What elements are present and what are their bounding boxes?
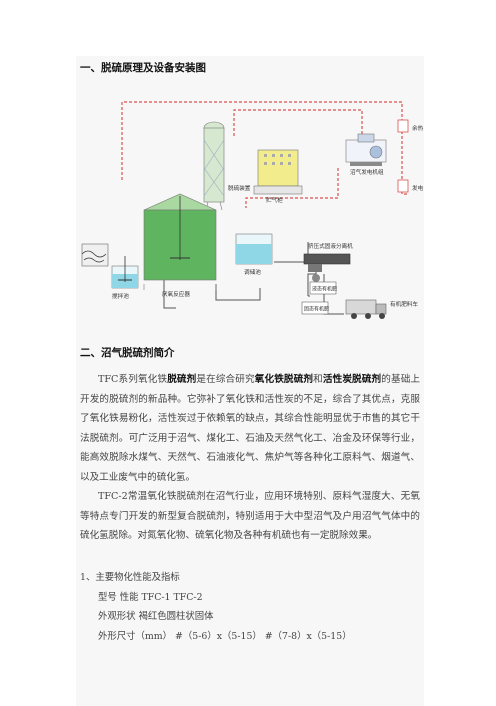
label-generator: 沼气发电机组: [350, 168, 384, 176]
desulfurization-tower: [203, 121, 225, 211]
solid-fertilizer-box: 固态有机肥: [301, 301, 329, 315]
label-truck: 有机肥料车: [390, 300, 418, 308]
text-background: [76, 346, 424, 706]
liquid-fertilizer-box: 液态有机肥: [309, 281, 337, 295]
specs-row-size: 外形尺寸（mm） #（5-6）x（5-15） #（7-8）x（5-15）: [98, 631, 352, 642]
desulfurization-installation-diagram: 脱硫装置 厌氧反应器 贮气柜: [81, 101, 424, 319]
intro-paragraph-1: TFC系列氧化铁脱硫剂是在综合研究氧化铁脱硫剂和活性炭脱硫剂的基础上开发的脱硫剂…: [80, 374, 421, 483]
biogas-generator: [345, 133, 387, 166]
fertilizer-truck: [345, 299, 387, 319]
section-title-1: 一、脱硫原理及设备安装图: [80, 62, 206, 74]
regulating-tank: [235, 233, 273, 265]
diagram-background: [76, 56, 424, 346]
label-solid-fertilizer: 固态有机肥: [304, 306, 329, 313]
keyword-iron-oxide: 氧化铁脱硫剂: [254, 374, 314, 385]
section-title-2: 二、沼气脱硫剂简介: [80, 347, 175, 359]
specs-row-model: 型号 性能 TFC-1 TFC-2: [98, 592, 203, 603]
label-separator: 挤压式固液分离机: [308, 242, 353, 250]
label-mixer: 搅拌池: [112, 292, 129, 300]
label-heating: 余热: [412, 124, 424, 132]
label-tower: 脱硫装置: [228, 184, 251, 192]
gas-holder: [253, 149, 303, 195]
label-gas-holder: 贮气柜: [266, 196, 283, 204]
label-liquid-fertilizer: 液态有机肥: [312, 286, 337, 293]
label-sludge-tank: 调储池: [244, 268, 261, 276]
screw-separator: [303, 253, 351, 282]
keyword-desulfurizer: 脱硫剂: [167, 374, 197, 385]
specs-row-appearance: 外观形状 褐红色圆柱状固体: [98, 611, 214, 622]
specs-heading: 1、主要物化性能及指标: [80, 572, 180, 583]
mixing-tank: [111, 256, 139, 289]
power-output: 发电: [397, 179, 424, 193]
label-power: 发电: [412, 184, 424, 192]
intro-paragraph-2: TFC-2常温氧化铁脱硫剂在沼气行业，应用环境特别、原料气湿度大、无氧等特点专门…: [80, 491, 420, 542]
livestock-shed: [81, 243, 109, 267]
heat-output: 余热: [397, 119, 424, 133]
label-reactor: 厌氧反应器: [162, 290, 190, 298]
keyword-activated-carbon: 活性炭脱硫剂: [322, 374, 382, 385]
anaerobic-reactor: [143, 193, 217, 290]
